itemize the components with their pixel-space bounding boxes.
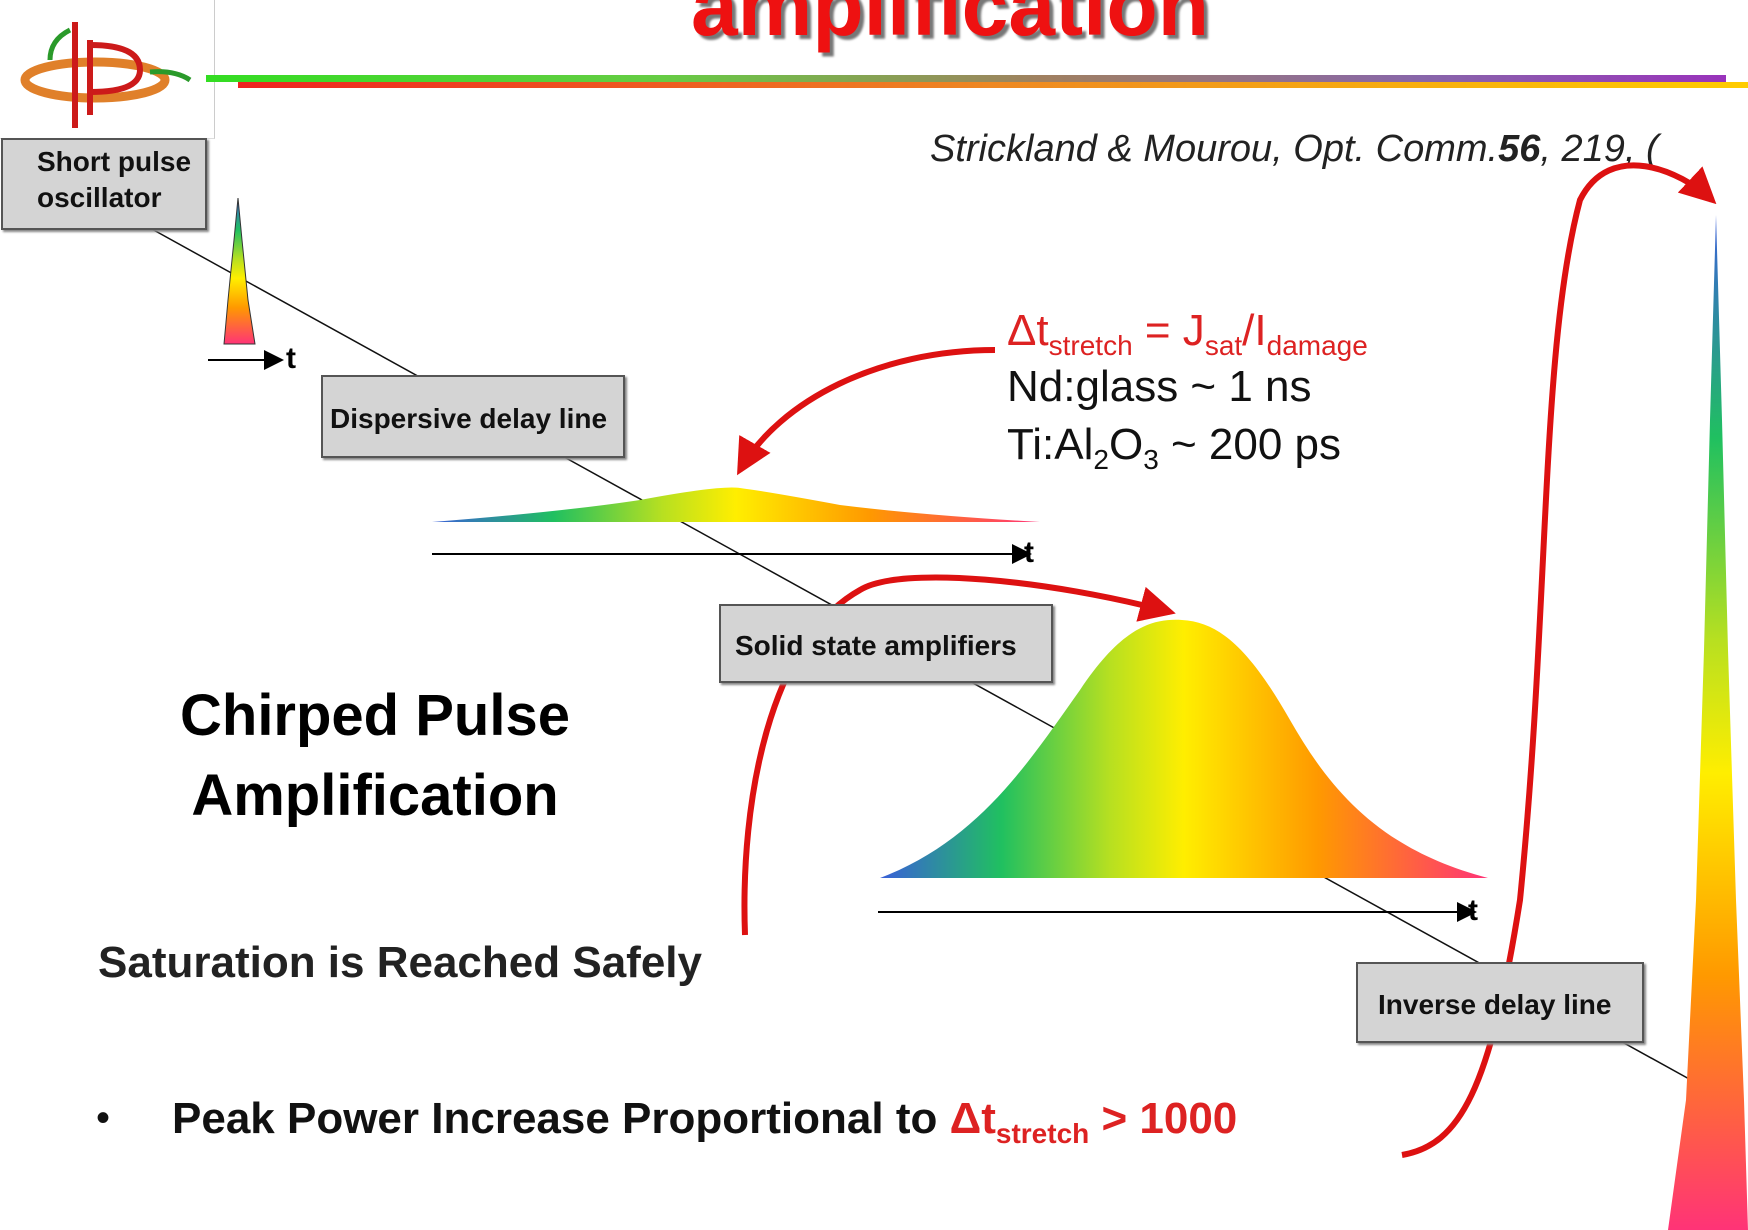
oscillator-label-line1: Short pulse bbox=[37, 146, 192, 177]
amplified-pulse-shape bbox=[880, 619, 1488, 878]
sapphire-spec: Ti:Al2O3 ~ 200 ps bbox=[1007, 420, 1342, 475]
bullet-dot: • bbox=[96, 1096, 111, 1140]
time-label-1: t bbox=[286, 342, 296, 375]
logo-panel bbox=[0, 0, 215, 139]
stretched-pulse-shape bbox=[432, 487, 1040, 522]
stretch-arrow bbox=[737, 347, 996, 476]
time-label-2: t bbox=[1024, 536, 1034, 569]
short-pulse-shape bbox=[223, 197, 256, 345]
slide-title: amplification bbox=[690, 0, 1210, 53]
cpa-heading: Chirped Pulse Amplification bbox=[180, 683, 570, 828]
time-label-3: t bbox=[1468, 894, 1478, 927]
amplify-arrow bbox=[741, 574, 1176, 936]
amplifiers-box: Solid state amplifiers bbox=[719, 604, 1053, 683]
citation: Strickland & Mourou, Opt. Comm.56, 219, … bbox=[930, 128, 1659, 170]
ndglass-spec: Nd:glass ~ 1 ns bbox=[1007, 362, 1312, 411]
inverse-delay-box: Inverse delay line bbox=[1356, 962, 1644, 1043]
peak-power-statement: Peak Power Increase Proportional to Δtst… bbox=[172, 1094, 1238, 1149]
oscillator-label-line2: oscillator bbox=[37, 182, 162, 213]
lpg-logo-icon bbox=[20, 22, 192, 128]
compress-arrow bbox=[1401, 162, 1717, 1158]
saturation-statement: Saturation is Reached Safely bbox=[98, 938, 702, 987]
compressed-pulse-shape bbox=[1668, 215, 1748, 1230]
oscillator-box: Short pulse oscillator bbox=[1, 138, 207, 230]
stretch-equation: Δtstretch = Jsat/Idamage bbox=[1007, 306, 1368, 361]
dispersive-delay-box: Dispersive delay line bbox=[321, 375, 625, 458]
title-underline-bar bbox=[206, 75, 1748, 88]
